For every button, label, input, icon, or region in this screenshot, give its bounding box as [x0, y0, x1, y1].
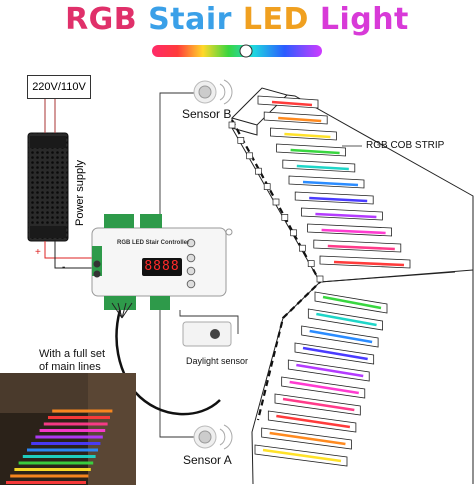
lower-step-led — [322, 295, 382, 310]
power-wire-positive — [44, 241, 92, 259]
photo-step-light — [35, 435, 103, 439]
title-word-light: Light — [319, 2, 409, 37]
sensor-b-wire — [159, 92, 205, 214]
cable-connector — [299, 244, 306, 252]
controller-title: RGB LED Stair Controller — [117, 240, 190, 246]
main-lines-label-line2: of main lines — [39, 361, 101, 373]
cable-connector — [272, 198, 280, 206]
main-lines-label: With a full set of main lines — [39, 348, 105, 374]
cable-connector — [263, 183, 271, 190]
lower-step-led — [262, 448, 342, 463]
sensor-b-device — [193, 79, 233, 105]
staircase-photo-art — [0, 373, 136, 485]
cable-connector — [246, 152, 253, 160]
upper-step-led — [327, 244, 395, 251]
daylight-sensor-device — [182, 321, 232, 347]
sensor-a-wire — [159, 310, 195, 438]
upper-step-led — [309, 196, 368, 203]
lower-step-led — [296, 363, 364, 378]
voltage-label: 220V/110V — [27, 75, 91, 99]
controller-display: 8888 — [142, 258, 182, 276]
power-wire-negative — [54, 241, 92, 269]
photo-step-light — [39, 429, 106, 432]
upper-step — [313, 239, 402, 253]
cable-connector — [237, 137, 245, 144]
title-word-led: LED — [242, 2, 309, 37]
power-supply-unit — [27, 132, 69, 242]
cable-connector — [290, 229, 297, 237]
cable-connector — [281, 214, 289, 221]
sensor-a-device — [193, 424, 233, 450]
cable-connectors — [228, 121, 324, 283]
photo-lit-steps — [6, 409, 113, 484]
photo-step-light — [31, 442, 101, 445]
upper-step-led — [284, 132, 331, 139]
power-supply-label: Power supply — [74, 159, 86, 226]
lower-step-led — [276, 414, 351, 429]
upper-step — [319, 255, 411, 269]
main-lines-label-line1: With a full set — [39, 348, 106, 360]
upper-step-led — [315, 212, 377, 219]
daylight-sensor-wire — [179, 310, 239, 334]
lower-step-led — [302, 346, 368, 361]
upper-step — [307, 223, 392, 237]
page-title: RGB Stair LED Light — [0, 2, 474, 37]
upper-step-led — [321, 228, 386, 235]
minus-terminal-label: - — [62, 262, 66, 273]
photo-step-light — [22, 455, 96, 458]
photo-step-light — [27, 448, 98, 452]
upper-step-led — [290, 148, 340, 155]
cable-connector — [307, 260, 315, 267]
photo-step-light — [43, 422, 108, 426]
color-slider-knob — [239, 44, 253, 58]
photo-step-light — [48, 416, 110, 419]
color-slider-bar — [152, 45, 322, 57]
title-word-rgb: RGB — [65, 2, 138, 37]
upper-step — [301, 207, 383, 221]
cable-connector — [255, 167, 262, 175]
cable-connector — [228, 121, 236, 129]
photo-step-light — [52, 409, 113, 413]
staircase-photo — [0, 373, 136, 485]
daylight-sensor-label: Daylight sensor — [186, 356, 249, 366]
upper-step-led — [296, 164, 349, 171]
cable-connector — [316, 275, 324, 283]
lower-step-led — [309, 329, 373, 344]
lower-step-led — [269, 431, 346, 446]
title-word-stair: Stair — [148, 2, 232, 37]
lower-step-led — [316, 312, 377, 327]
upper-step-led — [333, 260, 405, 267]
photo-step-light — [14, 468, 91, 471]
lower-flight-steps — [254, 291, 388, 467]
sensor-a-label: Sensor A — [183, 453, 232, 467]
main-lines-fan — [111, 302, 133, 319]
upper-flight-steps — [257, 95, 411, 269]
photo-step-light — [10, 474, 89, 478]
lower-step-led — [282, 397, 355, 412]
sensor-b-label: Sensor B — [182, 107, 232, 121]
upper-step-led — [302, 180, 359, 187]
photo-step-light — [18, 461, 94, 465]
upper-step-led — [271, 100, 313, 107]
lower-step-led — [289, 380, 359, 395]
plus-terminal-label: + — [35, 247, 41, 258]
photo-step-light — [6, 481, 86, 484]
upper-step-led — [278, 116, 322, 123]
mains-wire — [44, 97, 56, 133]
rgb-strip-label: RGB COB STRIP — [366, 140, 445, 151]
